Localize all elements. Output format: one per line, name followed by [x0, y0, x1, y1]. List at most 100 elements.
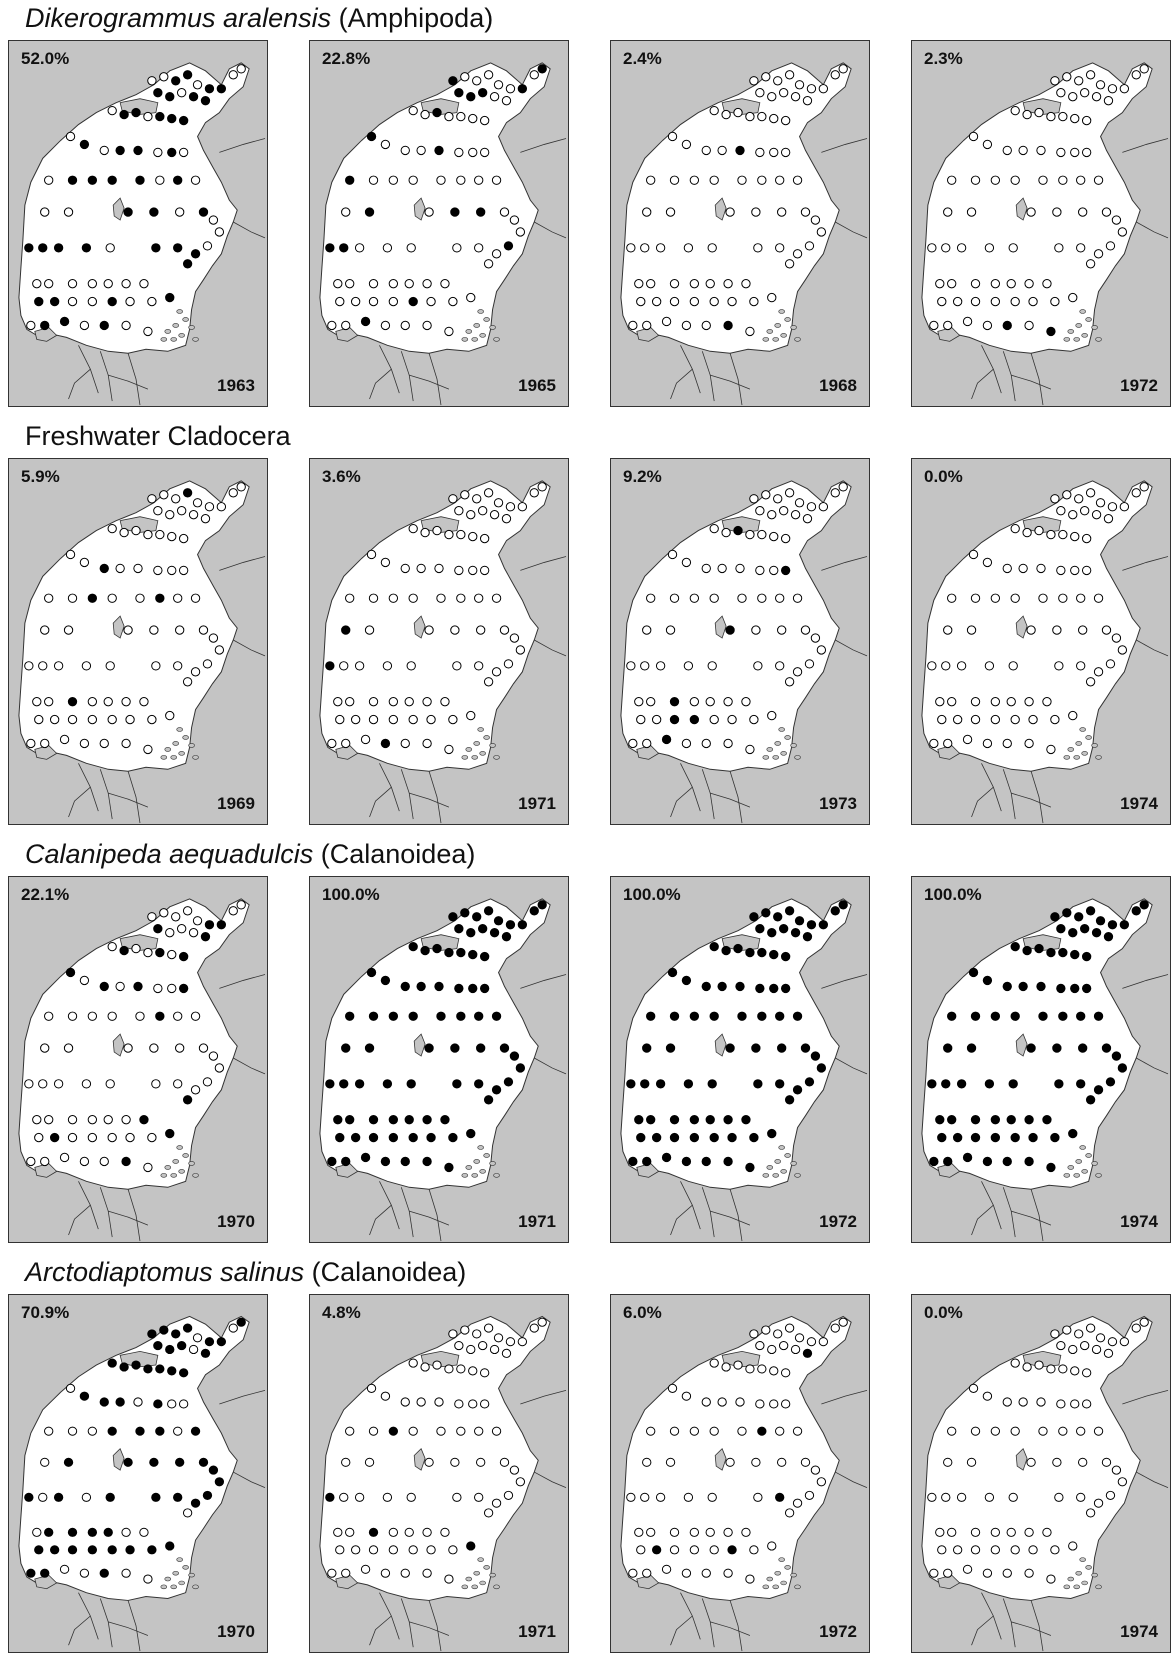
river-channel [127, 353, 141, 406]
station-absent-icon [1107, 1337, 1118, 1347]
station-present-icon [107, 1358, 117, 1368]
station-absent-icon [366, 549, 377, 560]
station-absent-icon [626, 243, 636, 253]
station-absent-icon [420, 1362, 430, 1372]
station-absent-icon [472, 76, 482, 86]
river-channel [409, 374, 450, 390]
station-absent-icon [143, 111, 153, 122]
station-absent-icon [208, 1051, 219, 1061]
station-absent-icon [153, 506, 163, 516]
station-present-icon [1042, 1114, 1052, 1125]
station-absent-icon [474, 1492, 484, 1502]
station-absent-icon [1070, 1366, 1080, 1376]
station-present-icon [681, 1156, 692, 1167]
station-absent-icon [757, 1364, 767, 1374]
map-panel: 3.6% 1971 [309, 458, 569, 825]
station-absent-icon [810, 1465, 821, 1475]
station-absent-icon [400, 1397, 410, 1407]
station-absent-icon [474, 661, 484, 671]
islet [766, 747, 774, 752]
station-absent-icon [655, 1492, 666, 1502]
percent-label: 3.6% [322, 467, 361, 486]
station-absent-icon [40, 207, 50, 217]
station-absent-icon [757, 175, 767, 185]
station-absent-icon [1036, 563, 1046, 574]
map-panel: 100.0% 1974 [911, 876, 1171, 1243]
station-absent-icon [67, 1132, 78, 1143]
station-absent-icon [1038, 593, 1048, 603]
station-present-icon [448, 912, 458, 922]
station-absent-icon [474, 175, 484, 185]
station-present-icon [1056, 924, 1066, 934]
station-absent-icon [784, 259, 795, 269]
percent-label: 22.8% [322, 49, 371, 68]
station-absent-icon [147, 296, 157, 307]
station-present-icon [165, 292, 175, 303]
station-absent-icon [1117, 227, 1128, 237]
station-present-icon [99, 320, 109, 331]
station-present-icon [780, 983, 791, 994]
island [413, 1033, 426, 1057]
station-present-icon [784, 906, 795, 916]
station-absent-icon [40, 1457, 50, 1467]
station-present-icon [123, 207, 133, 217]
station-absent-icon [669, 1545, 680, 1555]
station-present-icon [335, 1132, 345, 1143]
station-absent-icon [982, 1391, 993, 1401]
station-absent-icon [1010, 593, 1020, 603]
station-present-icon [725, 1043, 735, 1053]
station-absent-icon [1038, 1426, 1048, 1436]
station-absent-icon [192, 916, 203, 926]
station-present-icon [749, 1132, 759, 1143]
station-absent-icon [364, 1457, 375, 1467]
station-absent-icon [1093, 175, 1104, 185]
station-absent-icon [1093, 249, 1104, 259]
station-absent-icon [165, 710, 175, 721]
station-present-icon [345, 175, 355, 185]
station-present-icon [1068, 1128, 1078, 1139]
islet [192, 1584, 199, 1590]
station-present-icon [155, 111, 165, 122]
islet [160, 1584, 168, 1590]
station-absent-icon [773, 76, 783, 86]
station-present-icon [388, 1132, 399, 1143]
map-panel: 22.8% 1965 [309, 40, 569, 407]
station-absent-icon [792, 667, 803, 677]
station-present-icon [153, 1341, 163, 1351]
station-present-icon [79, 1391, 90, 1401]
station-present-icon [735, 145, 745, 156]
station-absent-icon [1046, 1574, 1056, 1584]
islet [790, 1572, 797, 1578]
station-present-icon [107, 1545, 117, 1555]
station-present-icon [466, 92, 476, 102]
station-absent-icon [717, 1397, 727, 1407]
percent-label: 6.0% [623, 1303, 662, 1322]
station-absent-icon [65, 549, 76, 560]
station-absent-icon [167, 983, 177, 994]
station-present-icon [941, 1079, 951, 1089]
station-absent-icon [1095, 1333, 1106, 1343]
river-channel [127, 771, 141, 824]
islet [489, 325, 496, 330]
station-present-icon [204, 1337, 215, 1347]
station-absent-icon [646, 278, 656, 289]
station-absent-icon [426, 296, 436, 307]
station-absent-icon [689, 175, 700, 185]
station-absent-icon [99, 738, 109, 749]
islet [188, 1161, 195, 1166]
year-label: 1968 [819, 376, 857, 395]
islet [1073, 1173, 1080, 1178]
station-present-icon [661, 734, 672, 745]
station-absent-icon [107, 523, 117, 534]
station-absent-icon [87, 1426, 98, 1436]
island [1015, 1448, 1028, 1471]
river-channel [1136, 221, 1169, 239]
year-label: 1972 [819, 1622, 857, 1641]
islet [461, 1584, 469, 1590]
islet [170, 1584, 177, 1590]
station-absent-icon [188, 928, 199, 938]
river-channel [379, 763, 400, 812]
station-absent-icon [426, 714, 436, 725]
station-absent-icon [810, 215, 821, 225]
station-absent-icon [794, 1333, 805, 1343]
